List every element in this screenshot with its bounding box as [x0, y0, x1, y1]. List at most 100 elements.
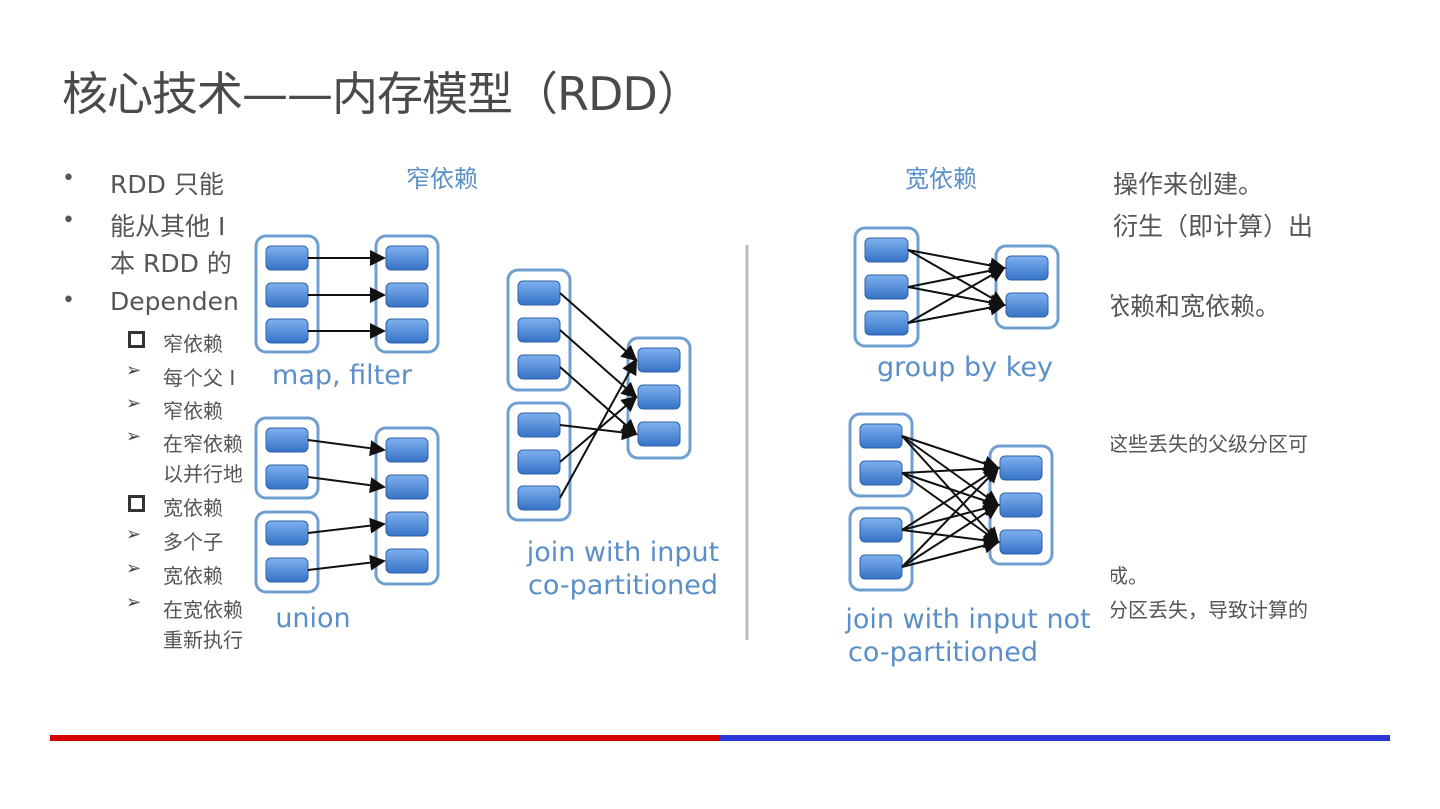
partition-block	[637, 347, 681, 373]
dependency-arrow	[901, 466, 1000, 531]
sub-bullet-text: 宽依赖	[163, 564, 223, 588]
dependency-arrow	[907, 299, 1006, 324]
partition-block	[1005, 292, 1049, 318]
partition-block	[265, 520, 309, 546]
partition-block	[385, 437, 429, 463]
dependency-arrow	[907, 249, 1006, 274]
bullet-3-text: Dependen	[110, 287, 239, 316]
sub-bullet-text: 每个父 I	[163, 366, 236, 390]
dependency-arrow	[559, 329, 638, 399]
sub-bullet-text: 多个子	[163, 530, 223, 554]
footer-bar-blue	[720, 735, 1390, 741]
dependency-arrow	[901, 435, 1000, 472]
square-bullet-icon	[128, 331, 145, 348]
arrow-bullet-icon: ➢	[126, 592, 142, 613]
dependency-arrow	[307, 476, 386, 494]
sub-bullet-line2: 重新执行	[163, 628, 243, 652]
sub-bullet-text: 宽依赖	[163, 496, 223, 520]
dependency-arrow	[307, 517, 386, 534]
arrow-bullet-icon: ➢	[126, 558, 142, 579]
sub-bullet-text: 窄依赖	[163, 399, 223, 423]
dependency-arrow	[559, 358, 637, 499]
square-bullet-icon	[128, 495, 145, 512]
dependency-diagram-svg: 窄依赖 宽依赖 map, filter union join with inpu…	[254, 165, 1091, 668]
join-not-co-label-2: co-partitioned	[848, 637, 1038, 668]
partition-block	[864, 237, 909, 263]
partition-block	[265, 245, 309, 271]
sub-bullet-text: 在宽依赖	[163, 598, 243, 622]
dependency-arrow	[307, 554, 386, 571]
sub-bullet-text: 窄依赖	[163, 332, 223, 356]
partition-block	[517, 280, 561, 306]
dependency-arrow	[559, 366, 638, 436]
join-co-label-1: join with input	[526, 537, 720, 568]
partition-block	[999, 455, 1043, 481]
arrow-bullet-icon: ➢	[126, 360, 142, 381]
bullet-icon: •	[62, 288, 75, 313]
partition-block	[385, 511, 429, 537]
dependency-arrow	[307, 439, 386, 457]
partition-block	[517, 354, 561, 380]
partition-block	[859, 423, 903, 449]
union-label: union	[275, 603, 350, 634]
footer-bar-red	[50, 735, 720, 741]
arrow-bullet-icon: ➢	[126, 426, 142, 447]
union-child-rdd-box	[374, 426, 440, 586]
arrow-bullet-icon: ➢	[126, 393, 142, 414]
bullet-1-text-right: 操作来创建。	[1113, 170, 1264, 199]
dependency-arrow	[901, 472, 1000, 509]
bullet-2-line2: 本 RDD 的	[110, 249, 232, 278]
group-by-key-label: group by key	[877, 352, 1053, 383]
bullet-2-text: 能从其他 I	[110, 212, 226, 241]
sub-bullet-text-right: 这些丢失的父级分区可	[1108, 432, 1308, 456]
bullet-3-text-right: 依赖和宽依赖。	[1105, 292, 1281, 321]
partition-block	[385, 318, 429, 344]
partition-block	[517, 485, 561, 511]
partition-block	[859, 554, 903, 580]
partition-block	[999, 492, 1043, 518]
partition-block	[637, 384, 681, 410]
partition-block	[864, 310, 909, 336]
narrow-dependency-title: 窄依赖	[406, 165, 478, 193]
page-title: 核心技术——内存模型（RDD）	[62, 67, 703, 121]
partition-block	[859, 517, 903, 543]
dependency-arrow	[907, 262, 1006, 288]
partition-block	[385, 548, 429, 574]
partition-block	[637, 421, 681, 447]
dependency-arrow	[901, 472, 1000, 544]
partition-block	[517, 412, 561, 438]
map-filter-label: map, filter	[272, 360, 413, 391]
partition-block	[265, 557, 309, 583]
bullet-icon: •	[62, 208, 75, 233]
partition-block	[265, 464, 309, 490]
sub-bullet-text-right: 分区丢失，导致计算的	[1108, 598, 1308, 622]
bullet-icon: •	[62, 166, 75, 191]
partition-block	[864, 274, 909, 300]
partition-block	[265, 282, 309, 308]
partition-block	[517, 317, 561, 343]
partition-block	[385, 245, 429, 271]
bullet-1-text: RDD 只能	[110, 170, 224, 199]
arrow-bullet-icon: ➢	[126, 524, 142, 545]
partition-block	[265, 427, 309, 453]
partition-block	[1005, 255, 1049, 281]
join-co-label-2: co-partitioned	[528, 570, 718, 601]
sub-bullet-text-right: 成。	[1108, 564, 1148, 588]
partition-block	[999, 529, 1043, 555]
sub-bullet-text: 在窄依赖	[163, 432, 243, 456]
dependency-arrow	[901, 466, 1000, 568]
sub-bullet-line2: 以并行地	[163, 462, 243, 486]
dependency-arrow	[901, 460, 1000, 477]
partition-block	[385, 282, 429, 308]
dependency-arrow	[907, 267, 1006, 324]
partition-block	[517, 449, 561, 475]
dependency-diagram: 窄依赖 宽依赖 map, filter union join with inpu…	[245, 150, 1111, 680]
dependency-arrow	[559, 292, 638, 362]
dependency-arrow	[901, 503, 1000, 568]
dependency-arrow	[901, 537, 1000, 568]
wide-dependency-title: 宽依赖	[905, 165, 977, 193]
partition-block	[385, 474, 429, 500]
partition-block	[859, 460, 903, 486]
bullet-2-text-right: 衍生（即计算）出	[1113, 212, 1314, 241]
partition-block	[265, 318, 309, 344]
